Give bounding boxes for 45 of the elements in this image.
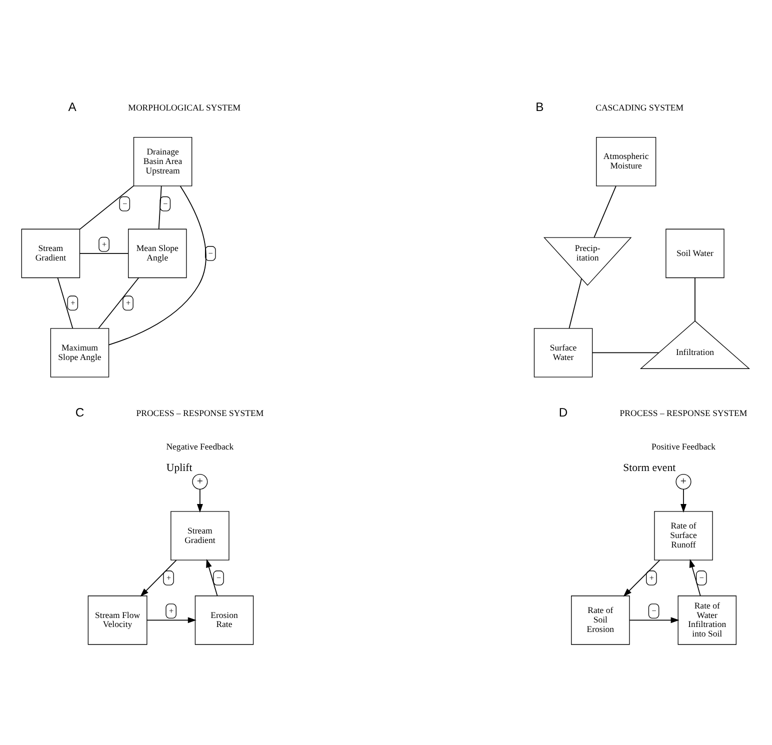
node-box: Drainage Basin Area Upstream [133, 136, 192, 186]
node-box: Stream Flow Velocity [88, 595, 148, 644]
label: MORPHOLOGICAL SYSTEM [128, 102, 241, 112]
node-label: Storm event [623, 461, 676, 474]
connector [79, 184, 134, 230]
arrow [146, 616, 196, 623]
connector [592, 352, 660, 353]
connector [568, 278, 582, 328]
node-box: Stream Gradient [170, 510, 230, 560]
label: Negative Feedback [166, 441, 234, 452]
node-box: Rate of Soil Erosion [571, 595, 630, 644]
connector [594, 185, 616, 238]
node-box: Stream Gradient [21, 228, 80, 278]
node-box: Atmospheric Moisture [596, 136, 656, 186]
arrow [623, 559, 660, 596]
connector [98, 276, 140, 328]
label: CASCADING SYSTEM [596, 102, 684, 112]
node-box: Rate of Surface Runoff [654, 510, 713, 560]
node-box: Maximum Slope Angle [50, 328, 110, 377]
node-box: Surface Water [534, 328, 593, 377]
node-box: Mean Slope Angle [128, 228, 187, 278]
arrow [629, 616, 680, 623]
arrow [196, 488, 203, 512]
label: D [558, 404, 568, 419]
connector [158, 185, 162, 229]
label: A [68, 100, 76, 114]
connector [79, 252, 129, 254]
node-circle: + [192, 473, 208, 489]
arrow [140, 559, 177, 596]
label: PROCESS – RESPONSE SYSTEM [136, 407, 264, 418]
label: Positive Feedback [651, 441, 716, 452]
label: B [536, 100, 544, 114]
node-label: Uplift [166, 461, 192, 474]
arrow [680, 488, 686, 512]
label: PROCESS – RESPONSE SYSTEM [620, 407, 748, 418]
connector [694, 276, 696, 321]
node-circle: + [676, 473, 692, 489]
arrow [206, 558, 218, 596]
connector [108, 185, 206, 345]
node-box: Soil Water [666, 228, 724, 278]
node-box: Erosion Rate [194, 595, 254, 644]
node-box: Rate of Water Infiltration into Soil [678, 595, 736, 644]
label: C [75, 404, 84, 419]
arrow [689, 558, 701, 596]
connector [57, 276, 74, 328]
